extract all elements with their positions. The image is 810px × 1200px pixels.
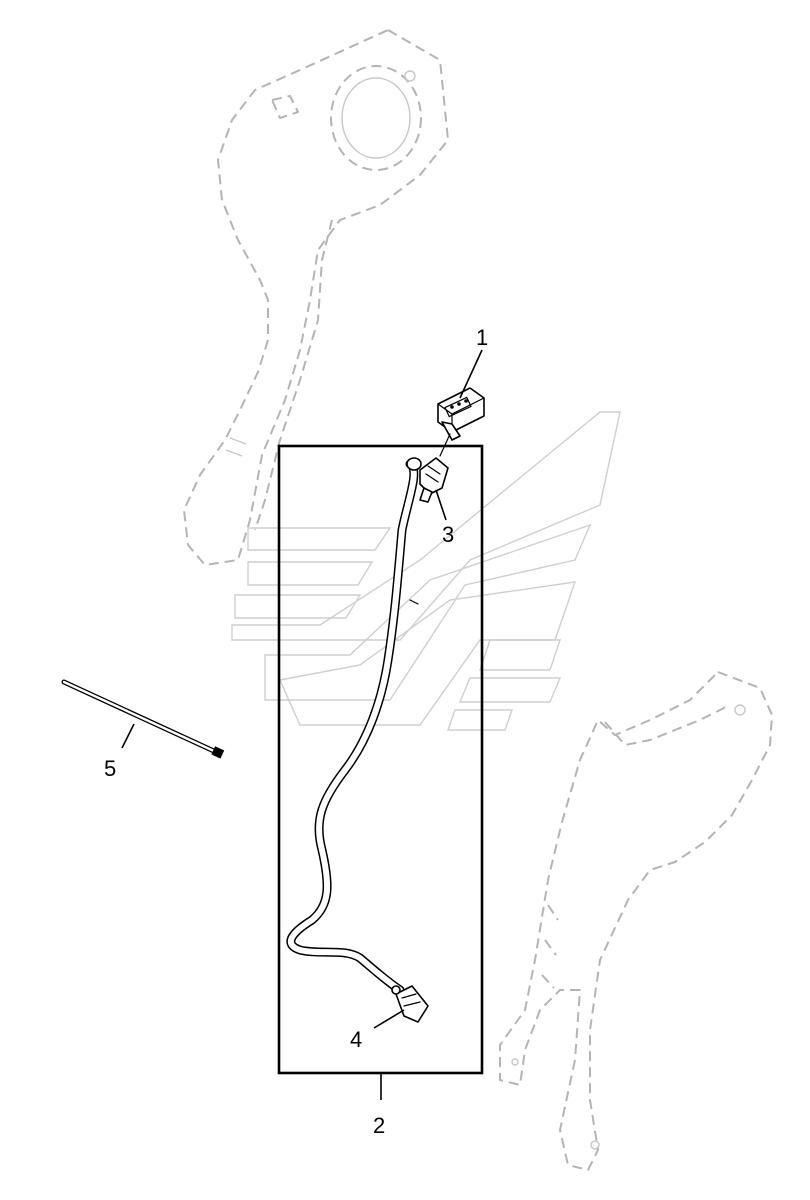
lower-connector-part-4[interactable] (391, 985, 429, 1023)
watermark-logo (231, 411, 621, 731)
leader-1 (459, 349, 483, 399)
connector-link-line (439, 433, 451, 457)
ghost-frame-upper (183, 29, 449, 566)
callout-5: 5 (104, 756, 116, 781)
leader-4 (373, 1009, 405, 1029)
callout-1: 1 (476, 325, 488, 350)
ghost-frame-lower (499, 671, 773, 1171)
callout-3: 3 (442, 522, 454, 547)
callout-4: 4 (350, 1027, 362, 1052)
wiring-harness-part-2[interactable] (286, 457, 422, 995)
callout-2: 2 (373, 1113, 385, 1138)
upper-connector-part-3[interactable] (419, 457, 449, 503)
leader-3 (435, 489, 447, 521)
connector-housing-part-1[interactable] (437, 387, 485, 441)
leader-5 (121, 723, 135, 749)
cable-tie-part-5[interactable] (61, 679, 225, 759)
